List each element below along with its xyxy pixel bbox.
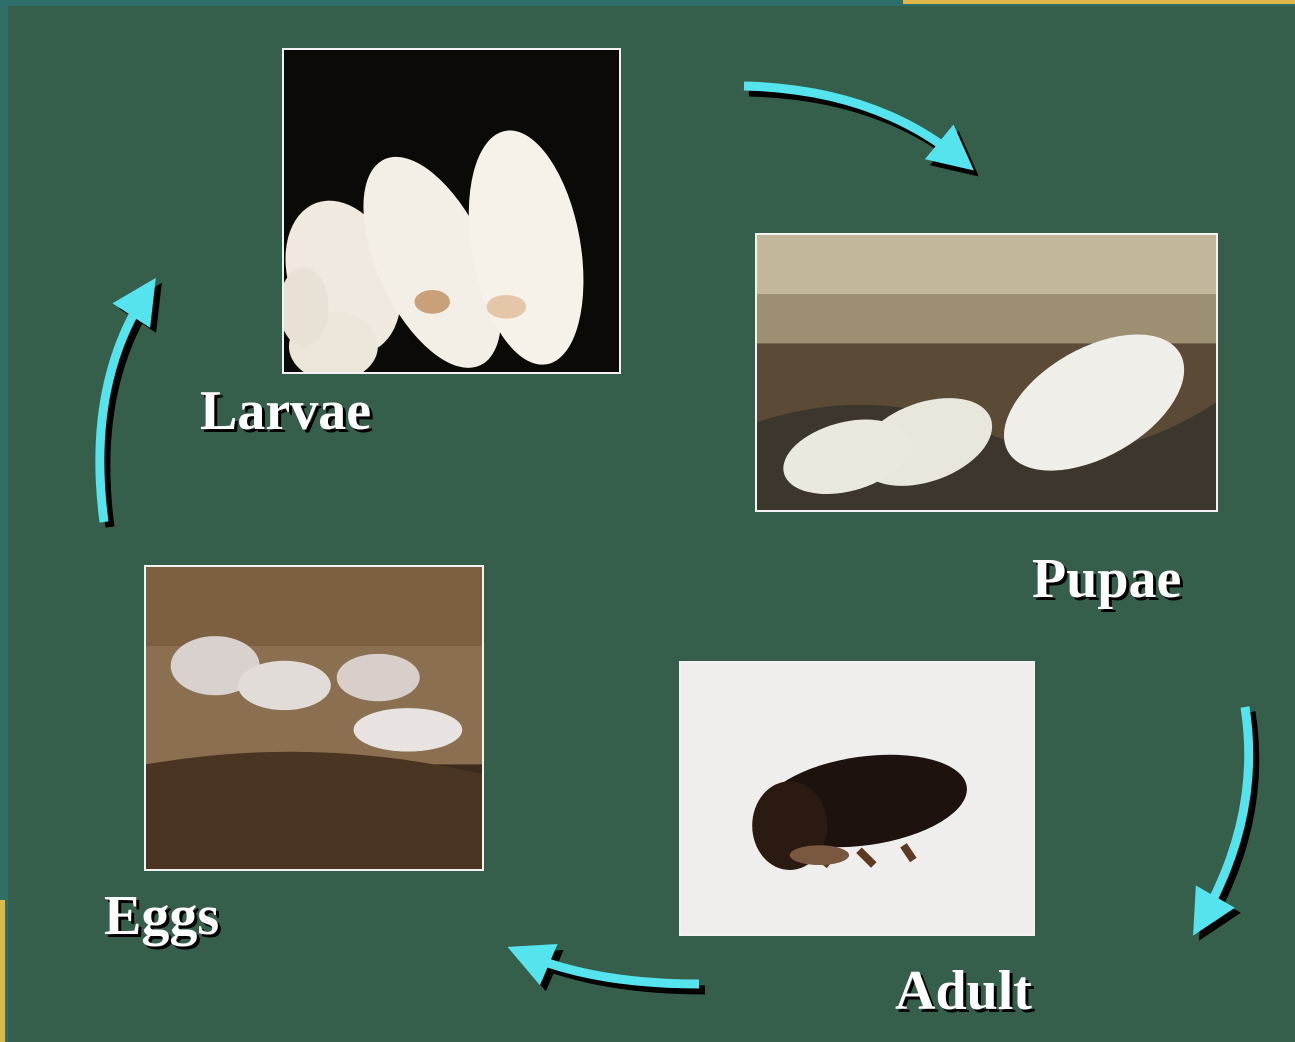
- arrow-pupae-to-adult-icon: [1202, 707, 1255, 925]
- arrow-larvae-to-pupae-icon: [744, 86, 965, 165]
- arrow-adult-to-eggs-icon: [524, 954, 705, 990]
- arrow-eggs-to-larvae-icon: [100, 293, 152, 527]
